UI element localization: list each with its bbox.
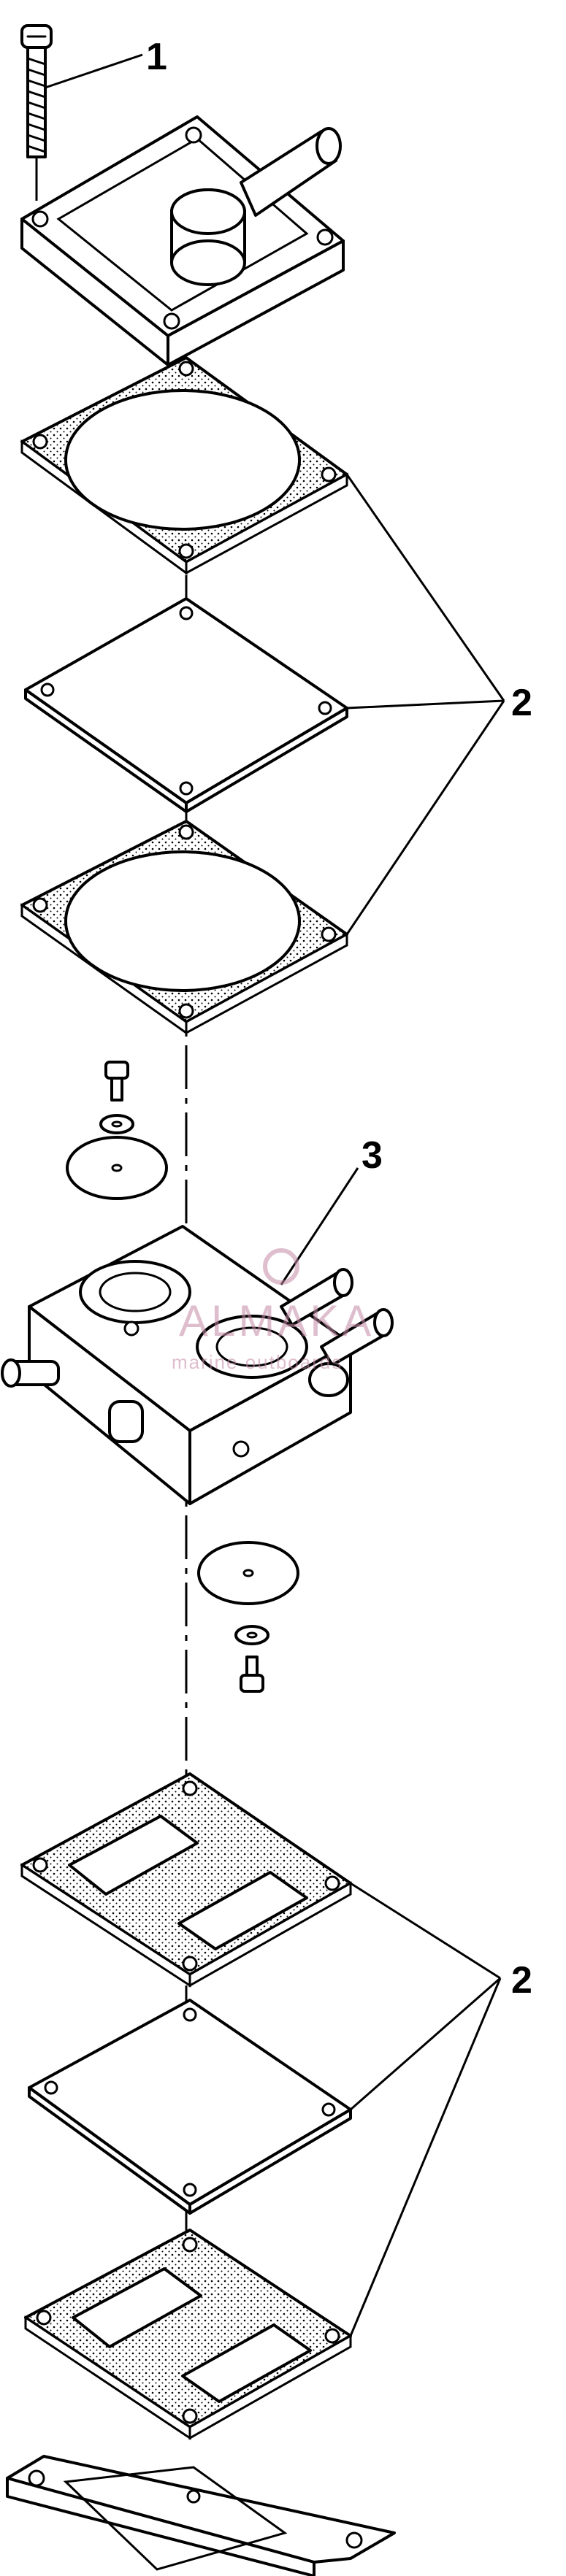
callout-1: 1	[146, 36, 167, 78]
lower-check-valve-disc	[197, 1541, 299, 1605]
watermark-anchor-icon	[263, 1248, 299, 1285]
lower-gasket-twin-window	[20, 1772, 352, 1988]
lower-gasket-twin-window-2	[24, 2229, 352, 2440]
callout-2-upper: 2	[511, 682, 532, 724]
pump-body	[1, 1225, 394, 1505]
lower-diaphragm-plate	[28, 1999, 352, 2215]
pump-cover	[20, 115, 345, 366]
lower-valve-screw	[234, 1625, 269, 1693]
watermark-tagline: marine outboards	[172, 1351, 343, 1373]
watermark-logo: ALMAKA marine outboards	[172, 1248, 374, 1373]
callout-3: 3	[362, 1134, 383, 1177]
cover-screw	[20, 24, 53, 208]
leader-lines	[45, 53, 505, 2337]
upper-check-valve-disc	[66, 1136, 168, 1200]
watermark-brand: ALMAKA	[179, 1296, 374, 1345]
callout-2-lower: 2	[511, 1959, 532, 2002]
upper-diaphragm-plate	[24, 597, 348, 813]
upper-valve-screw	[99, 1061, 134, 1134]
upper-gasket-ring-2	[20, 820, 348, 1035]
upper-gasket-ring	[20, 356, 348, 575]
pump-base	[6, 2455, 396, 2576]
